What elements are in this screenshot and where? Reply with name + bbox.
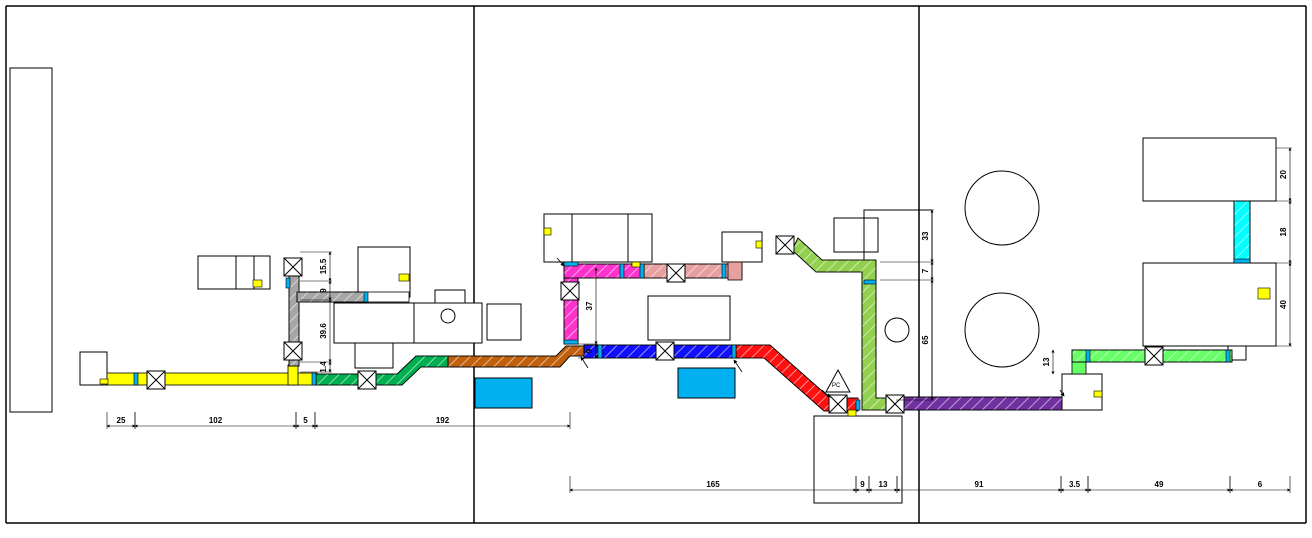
red-duct <box>735 344 859 412</box>
damper-valve-icon <box>283 257 303 277</box>
panel-frame <box>5 5 1307 524</box>
tag-9 <box>847 409 857 417</box>
machine-body <box>354 342 394 369</box>
dimension-label: 192 <box>436 416 450 425</box>
dimension-label: 15.5 <box>319 258 328 274</box>
dimension-label: 5 <box>303 416 308 425</box>
sky-box-left <box>474 377 533 409</box>
damper-valve-icon <box>283 341 303 361</box>
dimension-label: 7 <box>921 268 930 273</box>
equipment-box-b <box>357 246 411 298</box>
tag-3 <box>398 273 410 282</box>
tag-4 <box>543 227 552 236</box>
dimension-label: 49 <box>1155 480 1164 489</box>
dimension-label: 6 <box>1258 480 1263 489</box>
equipment-box-e <box>721 231 763 263</box>
damper-valve-icon <box>560 281 580 301</box>
pc-label: PC <box>832 383 841 389</box>
tank-top <box>964 170 1040 246</box>
damper-valve-icon <box>828 394 848 414</box>
tag-2 <box>252 279 263 288</box>
dimension-label: 9 <box>585 348 594 353</box>
dimension-label: 91 <box>975 480 984 489</box>
damper-valve-icon <box>357 370 377 390</box>
brown-duct <box>447 345 585 368</box>
tag-1 <box>99 378 109 385</box>
damper-valve-icon <box>775 235 795 255</box>
tag-8 <box>1093 390 1103 398</box>
damper-valve-icon <box>666 263 686 283</box>
dimension-label: 39.6 <box>319 323 328 339</box>
dimension-label: 65 <box>921 335 930 344</box>
grey-duct <box>288 269 410 367</box>
dimension-label: 1.4 <box>319 361 328 373</box>
dimension-lines <box>106 147 1292 493</box>
damper-group <box>146 235 1164 414</box>
dimension-label: 9 <box>860 480 865 489</box>
magenta-duct <box>563 263 645 345</box>
dimension-label: 9 <box>319 288 328 293</box>
yellow-duct <box>106 364 318 386</box>
tall-equipment-left <box>9 67 53 413</box>
dimension-label: 165 <box>706 480 720 489</box>
equipment-box-f <box>647 295 731 341</box>
equipment-box-c <box>486 303 522 341</box>
dimension-labels: 25 102 5 192 165 9 13 91 3.5 49 6 15.5 9 39.6 1.4 37 9 33… <box>117 170 1288 489</box>
dimension-label: 33 <box>921 231 930 240</box>
sky-box-mid <box>677 367 736 399</box>
equipment-box-d <box>543 213 653 263</box>
dimension-label: 37 <box>585 301 594 310</box>
damper-valve-icon <box>1144 346 1164 366</box>
dimension-label: 20 <box>1279 170 1288 179</box>
equipment-box-g <box>833 217 879 253</box>
dimension-label: 18 <box>1279 227 1288 236</box>
tag-7 <box>1257 287 1271 300</box>
equipment-box-j <box>1142 137 1277 202</box>
tag-5 <box>631 261 641 268</box>
dimension-label: 3.5 <box>1069 480 1081 489</box>
damper-valve-icon <box>655 341 675 361</box>
cyan-duct <box>1233 200 1251 264</box>
pc-marker: PC <box>825 368 851 393</box>
dimension-label: 40 <box>1279 300 1288 309</box>
port-circle-left <box>440 308 456 324</box>
machine-main <box>333 302 415 344</box>
dimension-label: 13 <box>879 480 888 489</box>
dimension-label: 25 <box>117 416 126 425</box>
pink-duct <box>643 261 743 281</box>
purple-duct <box>901 396 1063 411</box>
damper-valve-icon <box>146 370 166 390</box>
tank-bottom <box>964 292 1040 368</box>
port-circle-mid <box>884 317 910 343</box>
dimension-label: 13 <box>1042 357 1051 366</box>
tag-6 <box>755 240 763 249</box>
dimension-label: 102 <box>209 416 223 425</box>
damper-valve-icon <box>885 394 905 414</box>
equipment-box-k <box>1142 262 1277 347</box>
